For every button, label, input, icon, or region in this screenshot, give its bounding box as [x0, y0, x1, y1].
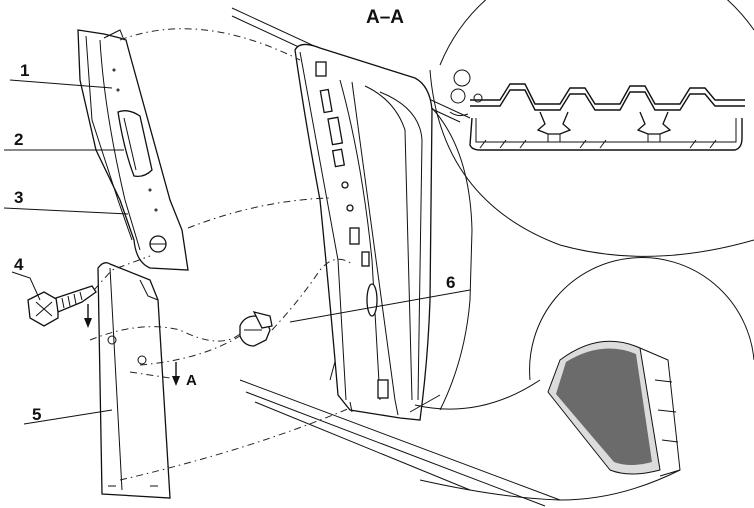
callout-1: 1	[20, 61, 29, 80]
callout-6: 6	[446, 273, 455, 292]
screw	[27, 285, 97, 327]
section-label: A–A	[366, 7, 404, 28]
body-pillar	[294, 43, 473, 421]
assembly-lines	[89, 28, 353, 481]
view-arrow-label: A	[186, 372, 197, 389]
section-detail-circle	[429, 0, 754, 257]
callout-3: 3	[14, 188, 23, 207]
lower-pillar-trim	[97, 262, 171, 499]
callout-leaders	[3, 79, 471, 425]
section-arrow-markers	[84, 304, 180, 386]
callout-4: 4	[14, 255, 24, 274]
lower-detail-circle	[414, 257, 754, 501]
upper-pillar-trim	[77, 29, 189, 271]
callout-5: 5	[32, 405, 41, 424]
retaining-clip	[239, 311, 273, 347]
callout-2: 2	[14, 130, 23, 149]
